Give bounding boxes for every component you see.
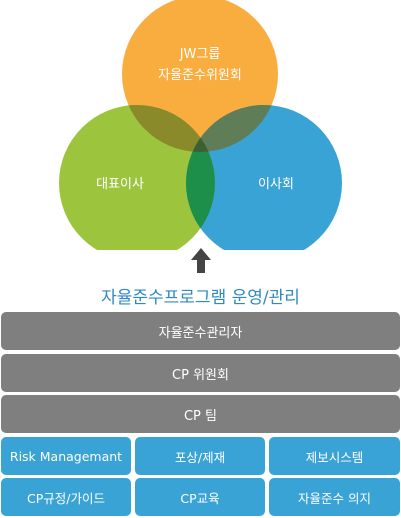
cell-reward-sanction: 포상/제재 [135,437,265,475]
top-circle-label-line2: 자율준수위원회 [158,68,242,83]
overlap-top-right [186,105,278,152]
bar-cp-committee: CP 위원회 [1,354,400,392]
overlap-top-left [122,105,215,152]
program-title: 자율준수프로그램 운영/관리 [101,288,300,308]
cell-cp-education: CP교육 [135,478,265,516]
cell-cp-regulation-guide: CP규정/가이드 [1,478,131,516]
bar-cp-team: CP 팀 [1,395,400,433]
cell-risk-management: Risk Managemant [1,437,131,475]
cell-report-system: 제보시스템 [269,437,400,475]
cell-compliance-will: 자율준수 의지 [269,478,400,516]
top-circle-label-line1: JW그룹 [179,47,221,62]
bar-compliance-manager: 자율준수관리자 [1,312,400,350]
left-circle-label: 대표이사 [96,177,144,192]
up-arrow-icon [191,248,211,273]
right-circle-label: 이사회 [258,177,294,192]
venn-diagram: JW그룹 자율준수위원회 대표이사 이사회 [59,0,342,250]
